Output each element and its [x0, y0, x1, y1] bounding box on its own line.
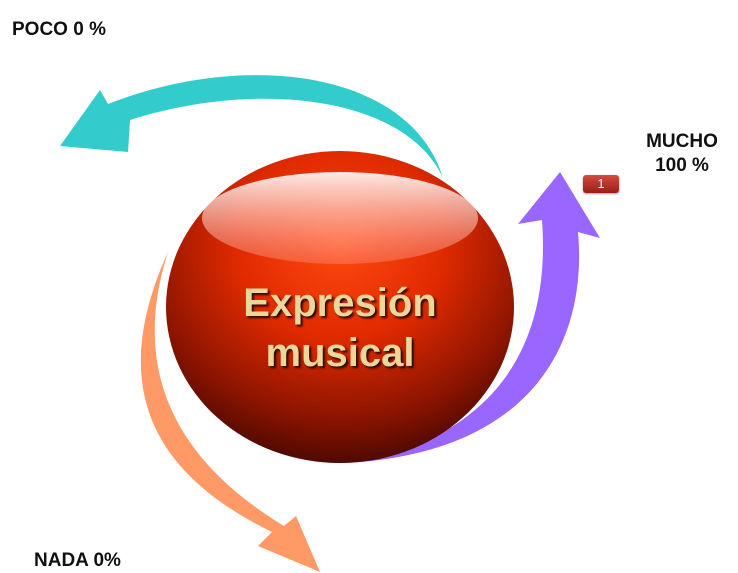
label-mucho-line2: 100 % [655, 154, 709, 176]
label-mucho-line1: MUCHO [646, 131, 718, 152]
label-mucho: MUCHO 100 % [632, 130, 732, 178]
center-title: Expresión musical [170, 278, 510, 378]
center-title-line1: Expresión [243, 281, 437, 325]
arrow-nada [140, 252, 320, 572]
sphere-highlight [202, 172, 478, 264]
label-nada: NADA 0% [34, 550, 121, 571]
center-title-line2: musical [265, 331, 415, 375]
count-badge[interactable]: 1 [583, 175, 619, 193]
arrow-mucho [360, 172, 600, 462]
arrow-poco [60, 75, 443, 178]
label-poco: POCO 0 % [12, 19, 106, 40]
